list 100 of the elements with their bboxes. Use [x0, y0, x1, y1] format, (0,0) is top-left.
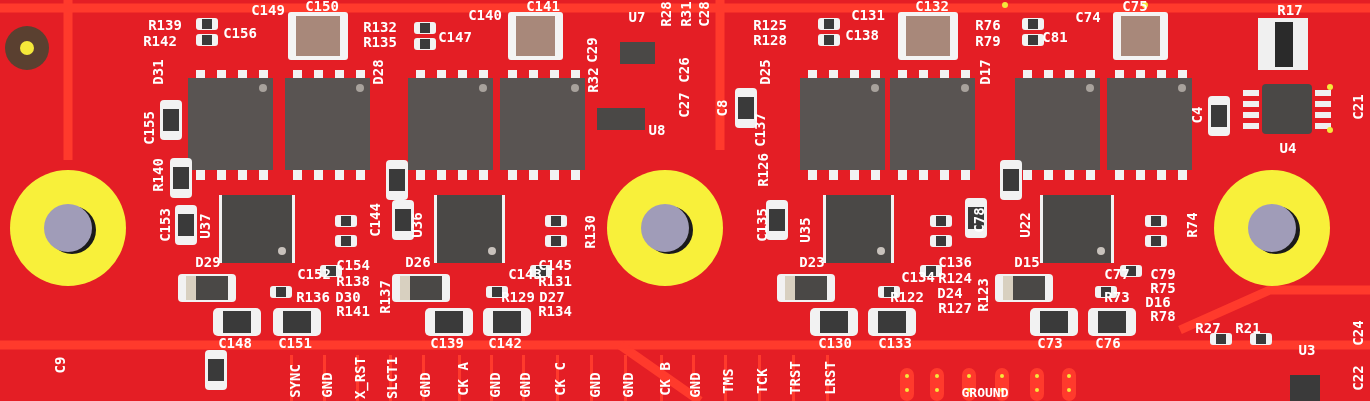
- reference-designator: R135: [363, 35, 397, 49]
- reference-designator: C153: [158, 208, 172, 242]
- reference-designator: U7: [628, 10, 646, 24]
- reference-designator: C149: [251, 3, 285, 17]
- reference-designator: SYNC: [288, 364, 302, 398]
- reference-designator: C75: [1122, 0, 1148, 13]
- reference-designator: CK B: [658, 362, 672, 396]
- reference-designator: TRST: [788, 361, 802, 395]
- reference-designator: R74: [1185, 212, 1199, 238]
- reference-designator: C130: [818, 336, 852, 350]
- reference-designator: C151: [278, 336, 312, 350]
- reference-designator: R17: [1277, 3, 1303, 17]
- reference-designator: C139: [430, 336, 464, 350]
- reference-designator: R78: [1150, 309, 1176, 323]
- reference-designator: D25: [758, 59, 772, 85]
- reference-designator: R28: [659, 1, 673, 27]
- reference-designator: C135: [755, 208, 769, 242]
- reference-designator: CK C: [553, 362, 567, 396]
- reference-designator: R139: [148, 18, 182, 32]
- reference-designator: U4: [1279, 141, 1297, 155]
- reference-designator: D27: [539, 290, 565, 304]
- reference-designator: C24: [1351, 320, 1365, 346]
- reference-designator: C156: [223, 26, 257, 40]
- reference-designator: CK A: [456, 362, 470, 396]
- reference-designator: U3: [1298, 343, 1316, 357]
- reference-designator: D26: [405, 255, 431, 269]
- reference-designator: R75: [1150, 281, 1176, 295]
- reference-designator: R126: [756, 153, 770, 187]
- reference-designator: C148: [218, 336, 252, 350]
- reference-designator: C141: [526, 0, 560, 13]
- reference-designator: R138: [336, 274, 370, 288]
- reference-designator: C9: [53, 356, 67, 374]
- reference-designator: C133: [878, 336, 912, 350]
- reference-designator: R130: [583, 215, 597, 249]
- reference-designator: U22: [1018, 212, 1032, 238]
- reference-designator: C138: [845, 28, 879, 42]
- reference-designator: D15: [1014, 255, 1040, 269]
- reference-designator: C21: [1351, 94, 1365, 120]
- reference-designator: GND: [488, 372, 502, 398]
- reference-designator: C154: [336, 258, 370, 272]
- reference-designator: TMS: [721, 368, 735, 394]
- reference-designator: R124: [938, 271, 972, 285]
- reference-designator: R125: [753, 18, 787, 32]
- reference-designator: C144: [368, 203, 382, 237]
- reference-designator: R140: [151, 158, 165, 192]
- reference-designator: GND: [418, 372, 432, 398]
- reference-designator: R32: [586, 67, 600, 93]
- reference-designator: GROUND: [961, 385, 1009, 399]
- reference-designator: GND: [688, 372, 702, 398]
- reference-designator: SLCT1: [385, 356, 399, 400]
- reference-designator: R134: [538, 304, 572, 318]
- reference-designator: R128: [753, 33, 787, 47]
- reference-designator: C28: [697, 1, 711, 27]
- reference-designator: GND: [320, 372, 334, 398]
- reference-designator: C137: [753, 113, 767, 147]
- reference-designator: LRST: [823, 361, 837, 395]
- reference-designator: C79: [1150, 267, 1176, 281]
- reference-designator: C27: [677, 92, 691, 118]
- reference-designator: R137: [378, 280, 392, 314]
- reference-designator: D24: [937, 286, 963, 300]
- reference-designator: D30: [335, 290, 361, 304]
- reference-designator: U8: [648, 123, 666, 137]
- reference-designator: C26: [677, 57, 691, 83]
- reference-designator: D17: [978, 59, 992, 85]
- reference-designator: C147: [438, 30, 472, 44]
- reference-designator: U37: [198, 213, 212, 239]
- reference-designator: C142: [488, 336, 522, 350]
- reference-designator: C131: [851, 8, 885, 22]
- reference-designator: R141: [336, 304, 370, 318]
- reference-designator: GND: [588, 372, 602, 398]
- reference-designator: D28: [371, 59, 385, 85]
- reference-designator: R79: [975, 34, 1001, 48]
- reference-designator: C29: [585, 37, 599, 63]
- reference-designator: C4: [1190, 106, 1204, 124]
- reference-designator: R76: [975, 18, 1001, 32]
- reference-designator: R142: [143, 34, 177, 48]
- reference-designator: C8: [715, 99, 729, 117]
- reference-designator: C22: [1351, 365, 1365, 391]
- reference-designator: R73: [1104, 290, 1130, 304]
- reference-designator: U36: [410, 212, 424, 238]
- reference-designator: U35: [798, 217, 812, 243]
- reference-designator: C155: [142, 111, 156, 145]
- reference-designator: TCK: [755, 368, 769, 394]
- reference-designator: C150: [305, 0, 339, 13]
- reference-designator: C73: [1037, 336, 1063, 350]
- reference-designator: R31: [679, 1, 693, 27]
- reference-designator: C136: [938, 255, 972, 269]
- reference-designator: GND: [518, 372, 532, 398]
- reference-designator: R132: [363, 20, 397, 34]
- reference-designator: D16: [1145, 295, 1171, 309]
- reference-designator: D29: [195, 255, 221, 269]
- reference-designator: X_RST: [353, 356, 367, 400]
- reference-designator: C140: [468, 8, 502, 22]
- reference-designator: GND: [621, 372, 635, 398]
- reference-designator: C74: [1075, 10, 1101, 24]
- reference-designator: C132: [915, 0, 949, 13]
- reference-designator: C81: [1042, 30, 1068, 44]
- reference-designator: C76: [1095, 336, 1121, 350]
- reference-designator: D31: [151, 59, 165, 85]
- reference-designator: R27: [1195, 321, 1221, 335]
